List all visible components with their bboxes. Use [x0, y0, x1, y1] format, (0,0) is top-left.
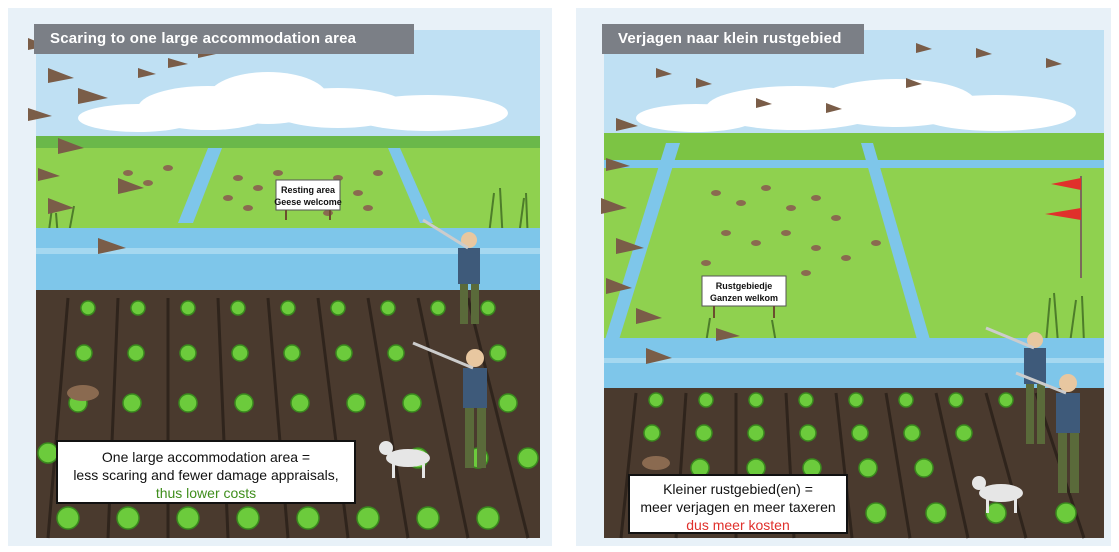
right-illustration-panel: Rustgebiedje Ganzen welkom Verjagen naar… [576, 8, 1111, 546]
resting-area-sign-line1: Rustgebiedje [716, 281, 773, 291]
resting-area-sign-line2: Ganzen welkom [710, 293, 778, 303]
right-callout-box: Kleiner rustgebied(en) = meer verjagen e… [628, 474, 848, 534]
left-callout-line2: less scaring and fewer damage appraisals… [73, 467, 339, 483]
right-scene-illustration: Rustgebiedje Ganzen welkom [601, 30, 1104, 539]
left-illustration-panel: Resting area Geese welcome Scaring to on… [8, 8, 552, 546]
cloud-icon [636, 79, 1076, 132]
cloud-icon [78, 72, 508, 132]
left-callout-line3: thus lower costs [155, 485, 257, 501]
goose-icon [67, 385, 99, 401]
flag-icon [1045, 176, 1082, 278]
dog-icon [972, 476, 1023, 513]
resting-area-sign-line2: Geese welcome [274, 197, 342, 207]
hunter-icon [422, 218, 480, 324]
left-panel-title: Scaring to one large accommodation area [34, 24, 414, 54]
dog-icon [379, 441, 430, 478]
hunter-icon [412, 341, 487, 468]
goose-icon [642, 456, 670, 470]
right-callout-line3: dus meer kosten [686, 517, 790, 533]
hunter-icon [985, 326, 1046, 444]
right-callout-line1: Kleiner rustgebied(en) = [663, 481, 813, 497]
right-callout-line2: meer verjagen en meer taxeren [640, 499, 836, 515]
hunter-icon [1015, 371, 1080, 493]
resting-area-sign-line1: Resting area [281, 185, 336, 195]
left-callout-box: One large accommodation area = less scar… [56, 440, 356, 504]
left-callout-line1: One large accommodation area = [101, 449, 311, 465]
right-panel-title: Verjagen naar klein rustgebied [602, 24, 864, 54]
